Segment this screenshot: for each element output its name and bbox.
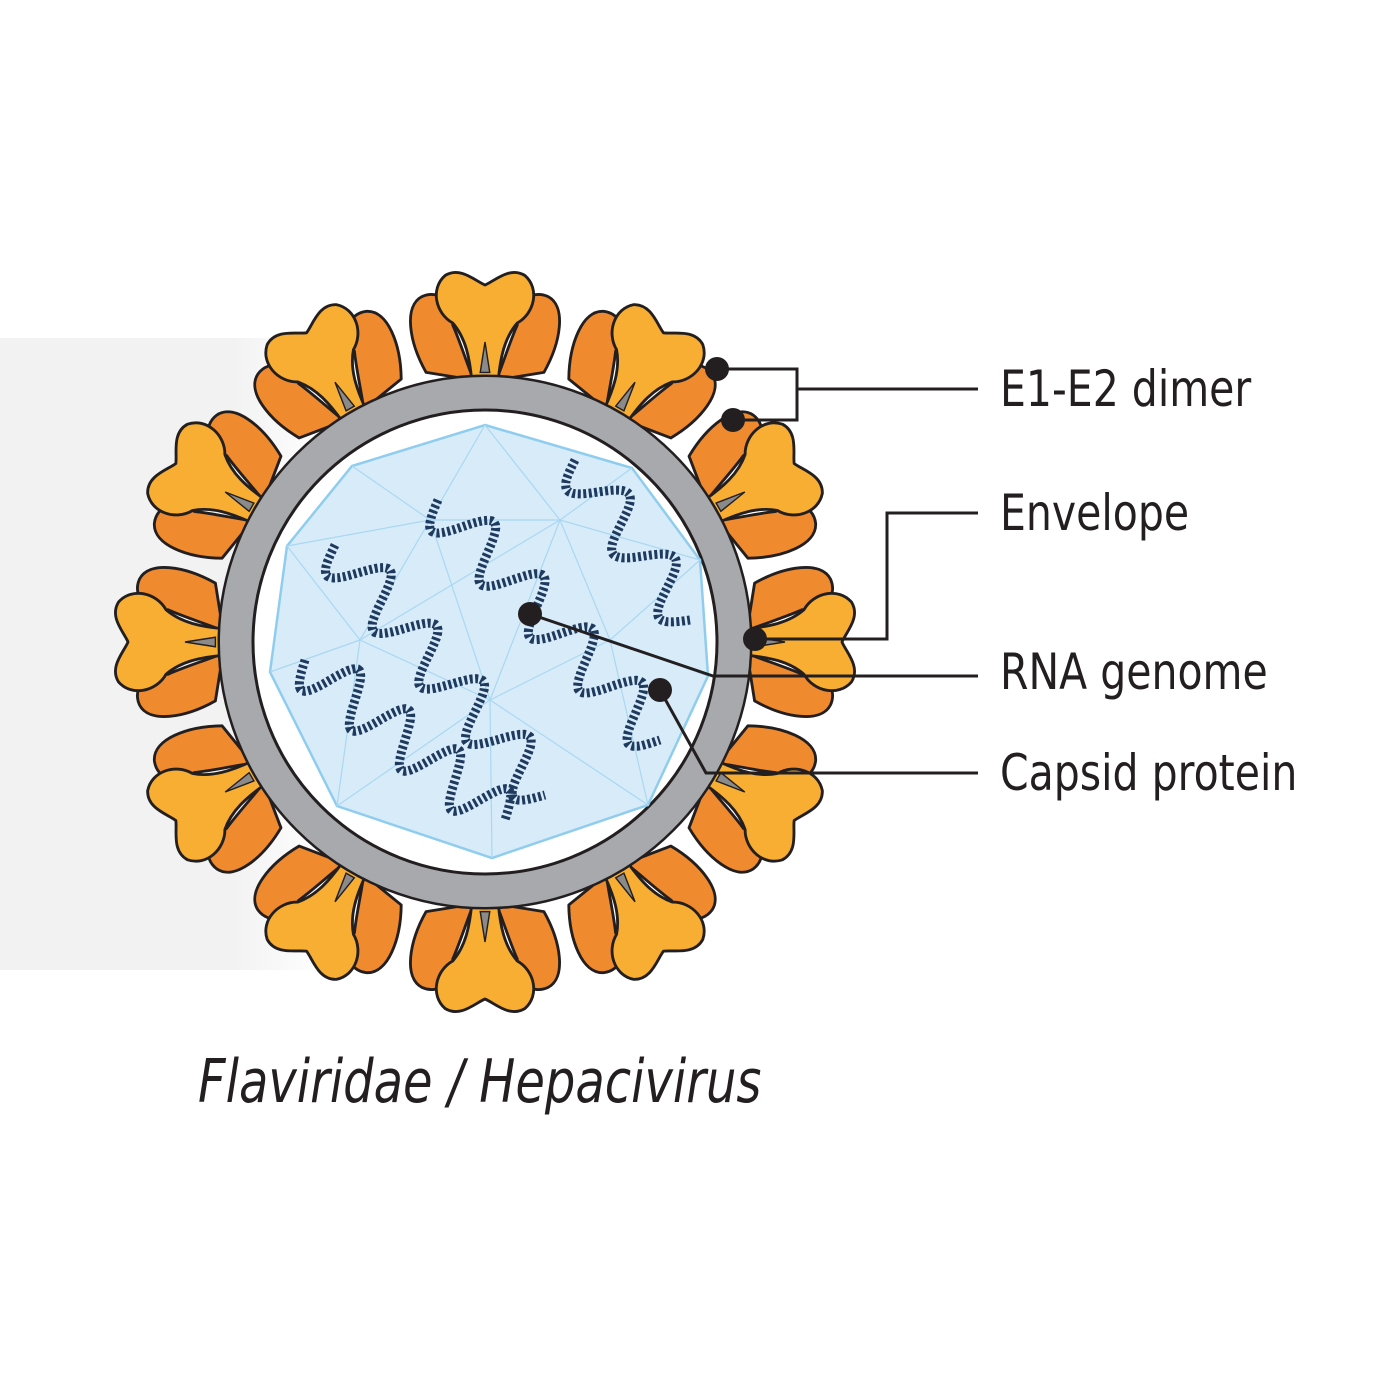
label-e1-e2-dimer: E1-E2 dimer [1000, 360, 1252, 418]
rna-strand [320, 543, 547, 805]
envelope-band [220, 377, 750, 907]
leader-line-envelope [755, 511, 978, 641]
leader-line-rna [529, 612, 978, 678]
rna-strand [561, 457, 691, 627]
diagram-caption: Flaviridae / Hepacivirus [198, 1047, 762, 1117]
label-rna-genome: RNA genome [1000, 643, 1268, 701]
e1-e2-dimer-spike [114, 566, 229, 718]
e1-e2-dimer-spike [409, 898, 561, 1013]
label-envelope: Envelope [1000, 484, 1190, 542]
label-capsid-protein: Capsid protein [1000, 744, 1298, 802]
leader-lines [529, 367, 978, 775]
e1-e2-dimer-spike [409, 271, 561, 386]
rna-strand [294, 658, 516, 822]
leader-line-e1e2 [717, 367, 978, 422]
rna-genome-strands [294, 457, 691, 822]
rna-strand [425, 498, 662, 751]
leader-line-capsid [658, 689, 978, 775]
